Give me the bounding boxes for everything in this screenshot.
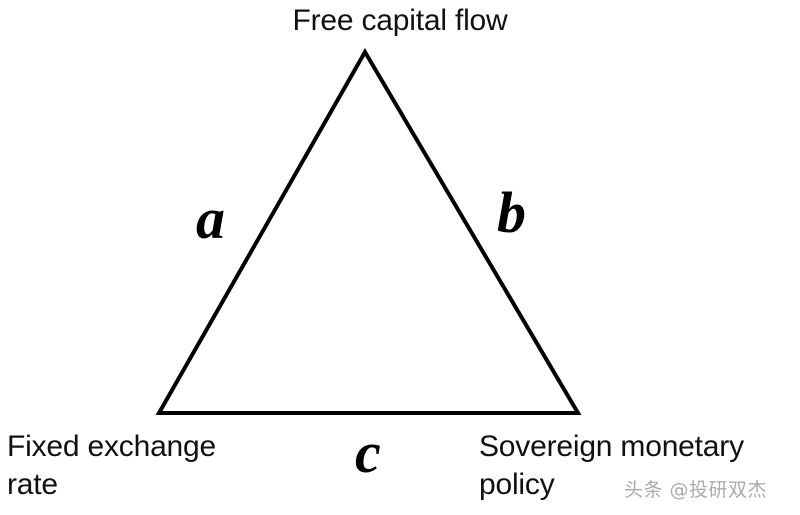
- vertex-label-top: Free capital flow: [292, 4, 508, 37]
- watermark-text: 头条 @投研双杰: [624, 479, 768, 501]
- vertex-label-bottom-left: Fixed exchange rate: [7, 430, 217, 501]
- vertex-label-bottom-right: Sovereign monetary policy: [479, 430, 744, 501]
- triangle-outline: [155, 48, 582, 415]
- side-label-a: a: [196, 186, 225, 251]
- side-label-c: c: [355, 420, 381, 485]
- side-label-b: b: [497, 180, 526, 245]
